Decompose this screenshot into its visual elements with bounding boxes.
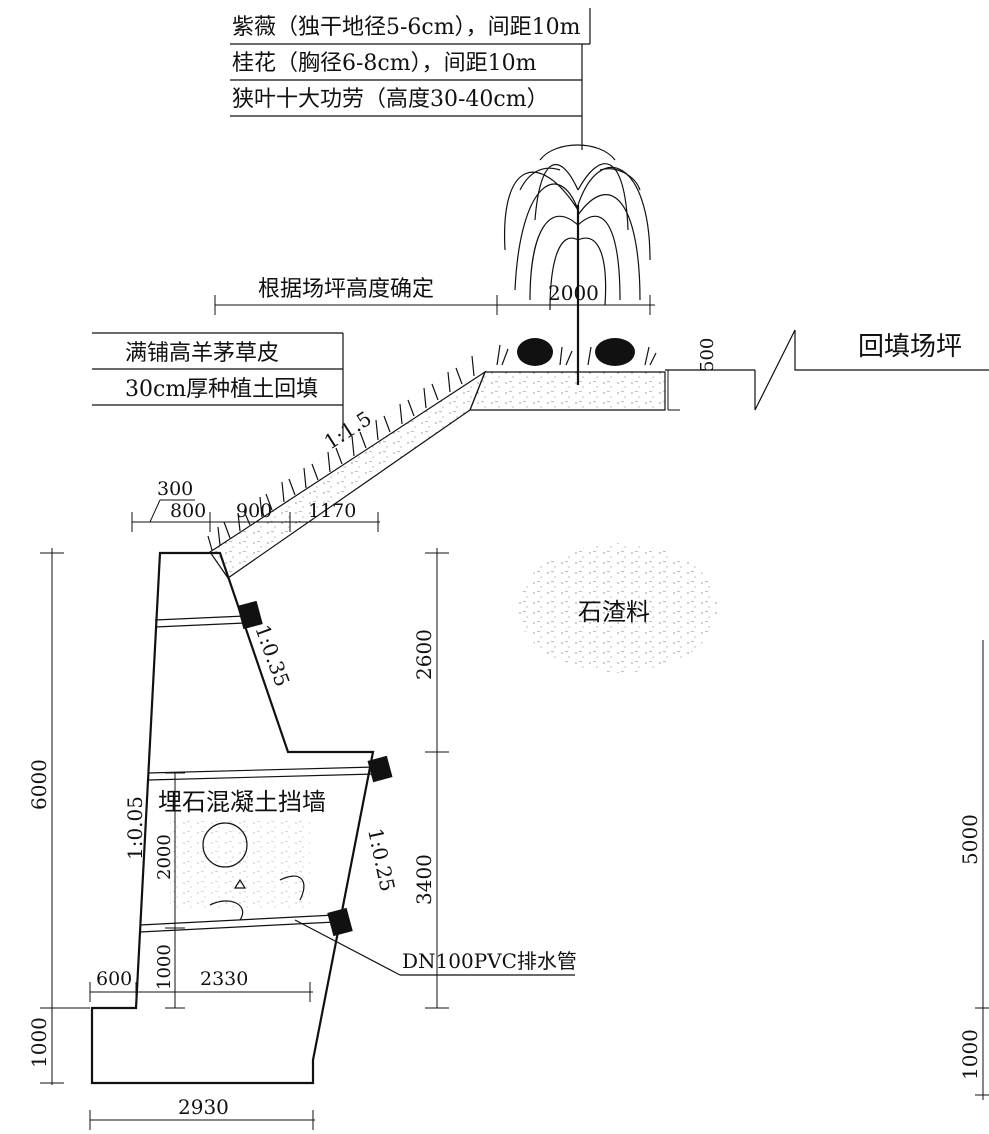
middle-dimensions: 2600 3400 — [412, 548, 449, 1009]
dim-1000-inner: 1000 — [154, 944, 175, 990]
label-backfill-yard: 回填场坪 — [858, 332, 962, 362]
dim-900: 900 — [236, 500, 272, 522]
right-dimensions: 5000 1000 — [958, 640, 989, 1100]
turf-grass — [207, 355, 475, 551]
label-soil-backfill: 30cm厚种植土回填 — [125, 377, 318, 402]
label-drain-pipe: DN100PVC排水管 — [402, 949, 577, 973]
label-turf: 满铺高羊茅草皮 — [125, 341, 279, 366]
dim-500: 500 — [667, 338, 725, 411]
note-osmanthus: 桂花（胸径6-8cm），间距10m — [232, 51, 537, 76]
drain-pipes — [139, 600, 393, 937]
dim-1000-left: 1000 — [27, 1017, 51, 1068]
crest-dimensions: 300 800 900 1170 — [131, 478, 380, 532]
dim-1170: 1170 — [308, 500, 356, 522]
label-ballast: 石渣料 — [578, 598, 650, 626]
label-retaining-wall: 埋石混凝土挡墙 — [158, 788, 326, 816]
slope-ratio-wall-upper: 1:0.35 — [250, 622, 294, 690]
ballast-area: 石渣料 — [518, 543, 718, 673]
top-dimension: 根据场坪高度确定 2000 — [214, 277, 655, 315]
inner-dimensions: 2000 1000 600 2330 — [89, 772, 313, 1009]
shrub-icon — [496, 338, 657, 366]
tree-icon — [503, 144, 651, 385]
slope-soil-layer — [209, 370, 487, 579]
left-dimensions: 6000 1000 — [27, 548, 90, 1085]
note-mahonia: 狭叶十大功劳（高度30-40cm） — [232, 87, 549, 112]
dim-1000-right: 1000 — [958, 1029, 982, 1080]
slope-ratio-bank: 1:1.5 — [320, 406, 376, 454]
slope-ratio-wall-lower: 1:0.25 — [363, 826, 400, 894]
dim-6000: 6000 — [27, 759, 51, 810]
dim-2930: 2930 — [178, 1095, 229, 1119]
dim-2000-inner: 2000 — [154, 834, 175, 880]
planting-note-block: 紫薇（独干地径5-6cm），间距10m 桂花（胸径6-8cm），间距10m 狭叶… — [230, 8, 591, 150]
slope-ratio-wall-front: 1:0.05 — [123, 796, 147, 860]
bottom-dimension: 2930 — [89, 1095, 315, 1130]
retaining-wall-outline — [90, 551, 375, 1085]
dim-2600: 2600 — [412, 629, 436, 680]
stone-texture — [170, 820, 310, 921]
dim-2330: 2330 — [200, 968, 248, 990]
turf-leader: 满铺高羊茅草皮 30cm厚种植土回填 — [92, 332, 344, 440]
planting-bed — [469, 371, 666, 411]
dim-2000-top: 2000 — [548, 281, 599, 305]
dim-800: 800 — [170, 500, 206, 522]
dim-300: 300 — [157, 478, 193, 500]
dim-600: 600 — [96, 968, 132, 990]
label-determined-by-yard: 根据场坪高度确定 — [258, 277, 434, 302]
dim-3400: 3400 — [412, 854, 436, 905]
dim-500-text: 500 — [697, 338, 718, 372]
note-crape-myrtle: 紫薇（独干地径5-6cm），间距10m — [232, 15, 581, 40]
drain-pipe-leader: DN100PVC排水管 — [294, 919, 577, 976]
dim-5000: 5000 — [958, 814, 982, 865]
